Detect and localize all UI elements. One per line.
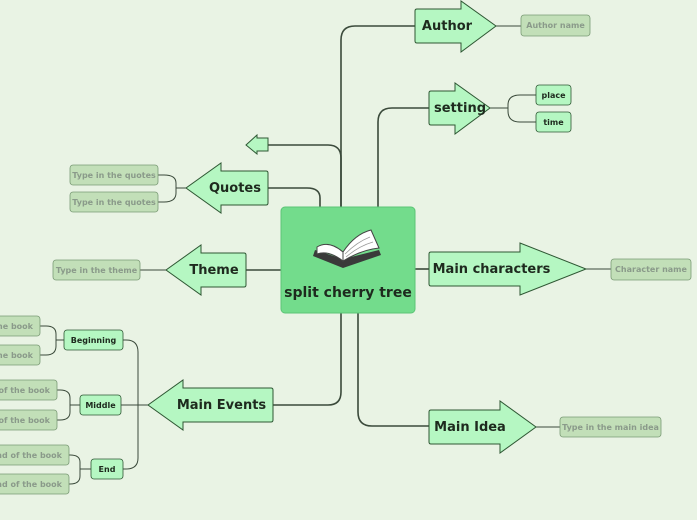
middle-placeholder[interactable] [0,409,58,431]
middle-node[interactable] [79,394,122,416]
open-book-icon [313,229,381,268]
main-characters-node[interactable] [428,242,588,296]
connectors [246,25,429,427]
main-idea-node[interactable] [428,400,537,454]
setting-time-node[interactable] [535,111,572,133]
theme-node[interactable] [165,244,247,296]
beginning-placeholder[interactable] [0,315,41,337]
empty-topic-node[interactable] [245,133,269,156]
setting-node[interactable] [428,82,491,135]
middle-placeholder[interactable] [0,379,58,401]
central-topic-title: split cherry tree [284,285,412,301]
beginning-placeholder[interactable] [0,344,41,366]
quote-placeholder[interactable] [69,164,159,186]
main-idea-placeholder[interactable] [559,416,662,438]
author-name-placeholder[interactable] [520,14,591,37]
end-placeholder[interactable] [0,444,70,466]
sub-connectors [40,25,611,485]
setting-place-node[interactable] [535,84,572,106]
main-events-node[interactable] [147,379,274,431]
theme-placeholder[interactable] [52,259,141,281]
character-name-placeholder[interactable] [610,258,692,281]
beginning-node[interactable] [63,329,124,351]
quotes-node[interactable] [185,162,269,214]
end-node[interactable] [90,458,124,480]
quote-placeholder[interactable] [69,191,159,213]
end-placeholder[interactable] [0,473,70,495]
author-node[interactable] [414,0,497,53]
